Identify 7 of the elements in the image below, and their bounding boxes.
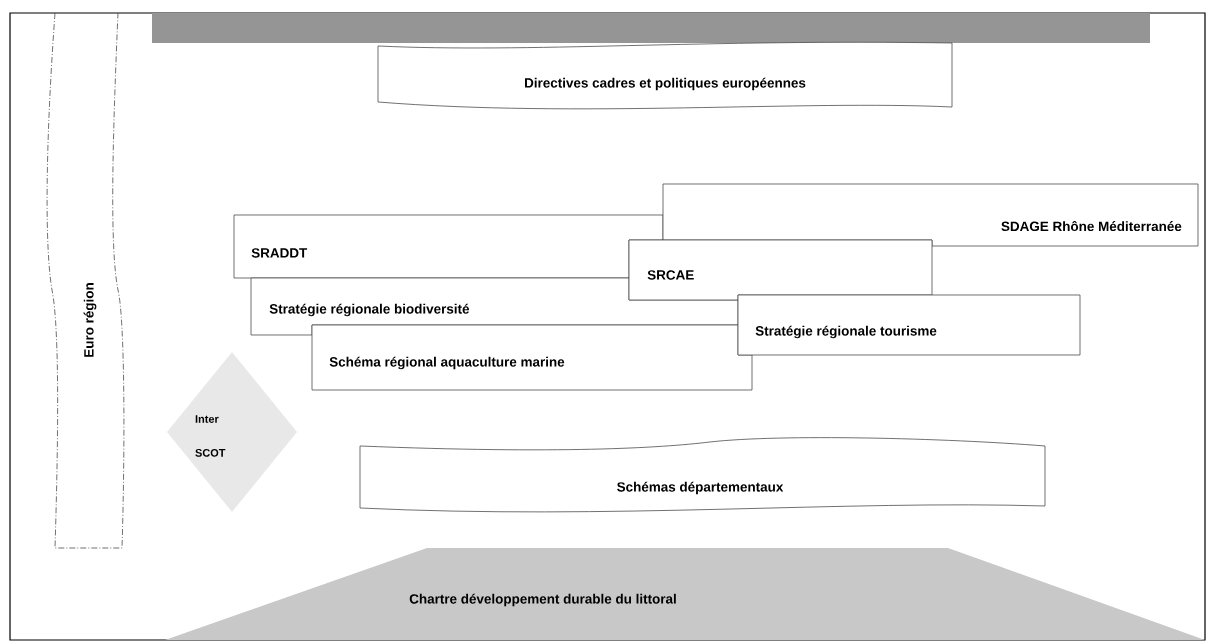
top-band — [152, 13, 1150, 43]
box: SDAGE Rhône Méditerranée — [662, 183, 1199, 247]
box: Schéma régional aquaculture marine — [311, 324, 753, 391]
trapezoid-band: Chartre développement durable du littoral — [165, 548, 1205, 640]
vertical-band: Euro région — [46, 12, 125, 549]
box: SRCAE — [628, 239, 933, 301]
box: Stratégie régionale tourisme — [737, 294, 1081, 356]
